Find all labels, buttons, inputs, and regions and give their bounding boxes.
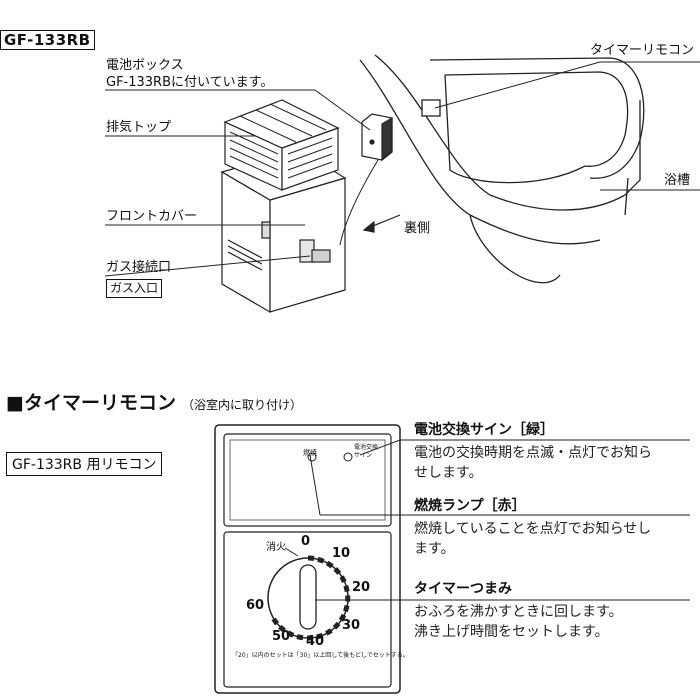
desc-battery-sign-line2: せします。 bbox=[414, 465, 483, 481]
heater-bathtub-illustration bbox=[104, 54, 700, 314]
dial-bottom-note: 「20」以内のセットは「30」以上回して後もどしでセットする。 bbox=[232, 652, 409, 659]
desc-battery-sign: 電池交換サイン［緑］ 電池の交換時期を点滅・点灯でお知ら せします。 bbox=[414, 419, 652, 483]
battery-sign-label: 電池交換 サイン bbox=[354, 444, 378, 460]
model-tag: GF-133RB bbox=[0, 30, 95, 50]
dial-number-60: 60 bbox=[246, 598, 265, 613]
back-side-label: 裏側 bbox=[404, 221, 431, 236]
battery-sign-label-line2: サイン bbox=[354, 452, 373, 459]
battery-box-label: 電池ボックス bbox=[106, 58, 184, 73]
burn-lamp-label: 燃焼 bbox=[303, 449, 317, 457]
dial-number-50: 50 bbox=[272, 629, 291, 644]
desc-burn-lamp: 燃焼ランプ［赤］ 燃焼していることを点灯でお知らせし ます。 bbox=[414, 495, 651, 559]
timer-remote bbox=[214, 424, 401, 694]
desc-timer-knob-line2: 沸き上げ時間をセットします。 bbox=[414, 624, 609, 640]
water-heater bbox=[220, 99, 347, 314]
section-title-text: ■タイマーリモコン bbox=[6, 392, 176, 414]
back-side-arrow bbox=[362, 214, 401, 233]
section-title: ■タイマーリモコン （浴室内に取り付け） bbox=[6, 388, 302, 415]
dial-number-40: 40 bbox=[306, 634, 325, 649]
section-subtitle: （浴室内に取り付け） bbox=[181, 398, 302, 412]
dial-number-10: 10 bbox=[332, 546, 351, 561]
desc-timer-knob-title: タイマーつまみ bbox=[414, 581, 512, 597]
battery-sign-lamp bbox=[343, 452, 353, 462]
battery-box bbox=[361, 113, 393, 162]
dial-number-20: 20 bbox=[352, 580, 371, 595]
dial-number-0: 0 bbox=[301, 534, 311, 549]
bathtub bbox=[359, 54, 645, 284]
exhaust-top-label: 排気トップ bbox=[106, 120, 172, 135]
battery-sign-label-line1: 電池交換 bbox=[354, 444, 379, 451]
gas-inlet-label: ガス入口 bbox=[106, 279, 163, 298]
gas-connection-label: ガス接続口 bbox=[106, 260, 172, 275]
desc-burn-lamp-line1: 燃焼していることを点灯でお知らせし bbox=[414, 521, 652, 537]
timer-dial[interactable] bbox=[267, 555, 351, 641]
bathtub-label: 浴槽 bbox=[664, 173, 691, 188]
desc-burn-lamp-line2: ます。 bbox=[414, 541, 455, 557]
remote-model-tag: GF-133RB 用リモコン bbox=[6, 452, 163, 476]
off-label: 消火 bbox=[266, 542, 286, 553]
desc-battery-sign-title: 電池交換サイン［緑］ bbox=[414, 422, 554, 438]
battery-box-note: GF-133RBに付いています。 bbox=[106, 75, 274, 90]
dial-number-30: 30 bbox=[342, 618, 361, 633]
desc-timer-knob-line1: おふろを沸かすときに回します。 bbox=[414, 604, 623, 620]
desc-battery-sign-line1: 電池の交換時期を点滅・点灯でお知ら bbox=[414, 445, 652, 461]
timer-remote-label: タイマーリモコン bbox=[590, 43, 695, 58]
desc-burn-lamp-title: 燃焼ランプ［赤］ bbox=[414, 498, 526, 514]
desc-timer-knob: タイマーつまみ おふろを沸かすときに回します。 沸き上げ時間をセットします。 bbox=[414, 578, 623, 642]
leader-lines bbox=[104, 61, 700, 277]
front-cover-label: フロントカバー bbox=[106, 209, 198, 224]
